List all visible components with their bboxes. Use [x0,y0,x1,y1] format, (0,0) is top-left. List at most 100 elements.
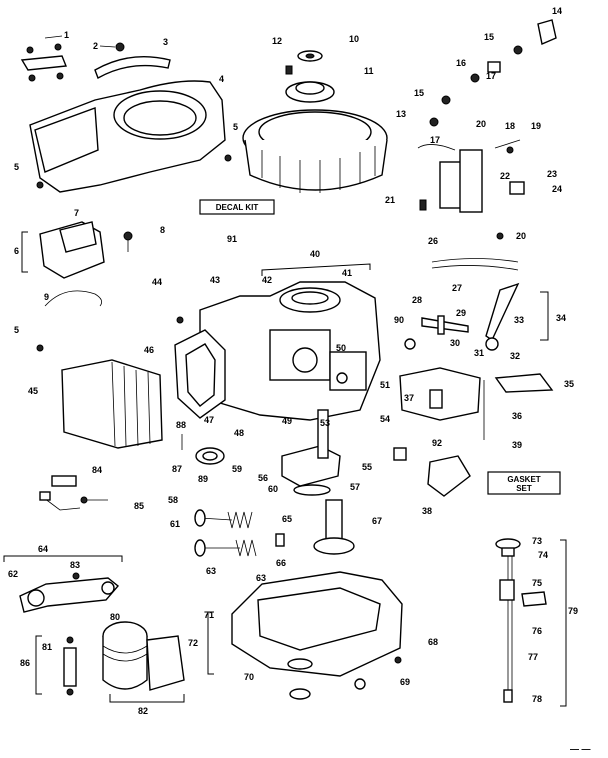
callout-56: 56 [258,473,268,483]
part-sensor-88 [51,475,77,487]
part-gasket-47 [174,329,226,419]
part-screw-5c [36,344,44,352]
gasket-set-box: GASKET SET [487,471,561,495]
callout-67: 67 [372,516,382,526]
callout-9: 9 [44,292,49,302]
part-screw-23-24 [509,181,525,195]
part-baffle-3 [94,55,171,80]
part-ignition-armature-22 [417,144,483,213]
callout-60: 60 [268,484,278,494]
callout-6: 6 [14,246,19,256]
callout-75: 75 [532,578,542,588]
part-piston-80 [102,621,185,691]
callout-79: 79 [568,606,578,616]
callout-20: 20 [476,119,486,129]
part-screw-84 [72,572,80,580]
callout-40: 40 [310,249,320,259]
part-cylinder-block-44 [199,281,381,421]
callout-68: 68 [428,637,438,647]
callout-44: 44 [152,277,162,287]
part-nut-94 [404,338,416,350]
callout-63: 63 [206,566,216,576]
callout-61: 61 [170,519,180,529]
callout-90: 90 [394,315,404,325]
callout-72: 72 [188,638,198,648]
callout-88: 88 [176,420,186,430]
callout-91: 91 [227,234,237,244]
callout-74: 74 [538,550,548,560]
part-camshaft-67 [313,499,355,555]
gasket-text: GASKET [507,475,540,484]
part-governor-lever-30 [421,315,469,335]
part-dipstick-73-77 [495,538,521,690]
callout-21: 21 [385,195,395,205]
callout-46: 46 [144,345,154,355]
part-spring-63 [235,539,257,557]
set-text: SET [516,484,532,493]
callout-50: 50 [336,343,346,353]
part-tappet-66 [275,533,285,547]
callout-59: 59 [232,464,242,474]
part-spring-60 [227,511,253,529]
callout-16: 16 [456,58,466,68]
part-bracket-1 [20,35,67,82]
callout-55: 55 [362,462,372,472]
callout-78: 78 [532,694,542,704]
brace-82 [109,694,185,703]
callout-17: 17 [486,71,496,81]
callout-2: 2 [93,41,98,51]
callout-92: 92 [432,438,442,448]
callout-45: 45 [28,386,38,396]
callout-18: 18 [505,121,515,131]
callout-65: 65 [282,514,292,524]
callout-77: 77 [528,652,538,662]
part-block-96 [393,447,407,461]
callout-35: 35 [564,379,574,389]
callout-57: 57 [350,482,360,492]
callout-36: 36 [512,411,522,421]
callout-53: 53 [320,418,330,428]
callout-80: 80 [110,612,120,622]
callout-51: 51 [380,380,390,390]
callout-7: 7 [74,208,79,218]
part-washer-70 [289,688,311,700]
part-lever-35 [494,373,554,393]
callout-20: 20 [516,231,526,241]
callout-81: 81 [42,642,52,652]
part-screw-68 [394,656,402,664]
callout-22: 22 [500,171,510,181]
callout-5: 5 [14,325,19,335]
callout-73: 73 [532,536,542,546]
part-clamp-76 [521,591,547,607]
part-screw-45 [176,316,184,324]
decal-kit-box: DECAL KIT [199,199,275,215]
part-seal-78 [503,689,513,703]
part-key-12 [285,65,293,75]
callout-24: 24 [552,184,562,194]
callout-37: 37 [404,393,414,403]
decal-kit-text: DECAL KIT [216,203,259,212]
part-breather-51 [329,351,367,391]
callout-63: 63 [256,573,266,583]
part-governor-arm-32 [485,282,520,351]
callout-41: 41 [342,268,352,278]
part-washer-10 [297,50,323,62]
part-nut-17 [429,73,480,127]
part-clip-14 [537,19,557,45]
callout-49: 49 [282,416,292,426]
part-connecting-rod-83 [19,577,120,613]
callout-32: 32 [510,351,520,361]
part-wire-87 [39,491,81,511]
part-flywheel-13 [242,109,388,193]
part-plug-69 [354,678,366,690]
part-link-26-27 [431,258,519,271]
callout-70: 70 [244,672,254,682]
callout-62: 62 [8,569,18,579]
part-screw-21 [419,199,427,211]
part-sump-71 [231,571,403,677]
callout-43: 43 [210,275,220,285]
callout-83: 83 [70,560,80,570]
part-bracket-37 [399,367,481,421]
part-flywheel-nut-11 [285,81,335,103]
